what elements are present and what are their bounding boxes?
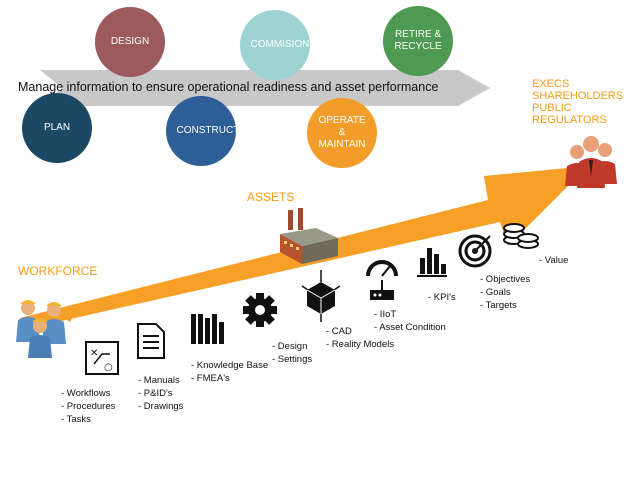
document-icon	[137, 323, 165, 359]
stakeholder-execs: EXECS	[532, 78, 570, 90]
bar-chart-icon	[417, 248, 447, 277]
stage-retire-recycle: RETIRE & RECYCLE	[383, 6, 453, 76]
svg-text:○: ○	[104, 362, 113, 373]
sensor-gauge-icon	[366, 260, 398, 300]
workforce-label: WORKFORCE	[18, 264, 98, 278]
stakeholder-public: PUBLIC	[532, 102, 572, 114]
lifecycle-headline: Manage information to ensure operational…	[18, 80, 439, 94]
gear-icon	[243, 293, 277, 327]
stage-design: DESIGN	[95, 7, 165, 77]
stage-commision: COMMISION	[240, 10, 310, 80]
iiot-list: - IIoT - Asset Condition	[374, 309, 446, 333]
manuals-list: - Manuals - P&ID's - Drawings	[138, 375, 184, 412]
kpi-list: - KPI's	[428, 292, 456, 303]
books-icon	[191, 314, 224, 344]
factory-icon	[280, 208, 338, 264]
3d-cube-icon	[301, 270, 341, 322]
workflow-diagram-icon: ✕ ○	[85, 341, 119, 375]
knowledge-list: - Knowledge Base - FMEA's	[191, 360, 269, 384]
value-list: - Value	[539, 255, 569, 266]
workflows-list: - Workflows - Procedures - Tasks	[61, 388, 116, 425]
assets-label: ASSETS	[247, 190, 295, 204]
stakeholder-shareholders: SHAREHOLDERS	[532, 90, 624, 102]
stakeholder-regulators: REGULATORS	[532, 114, 607, 126]
stage-operate-maintain: OPERATE & MAINTAIN	[307, 98, 377, 168]
svg-text:✕: ✕	[90, 348, 98, 359]
stage-construct: CONSTRUCT	[166, 96, 239, 166]
target-icon	[458, 234, 492, 268]
workers-icon	[16, 300, 72, 358]
stakeholders-list: EXECS SHAREHOLDERS PUBLIC REGULATORS	[532, 78, 623, 126]
objectives-list: - Objectives - Goals - Targets	[480, 274, 531, 311]
stage-plan: PLAN	[22, 93, 92, 163]
design-list: - Design - Settings	[272, 341, 313, 365]
coins-icon	[503, 223, 539, 249]
executives-icon	[565, 136, 617, 188]
cad-list: - CAD - Reality Models	[326, 326, 395, 350]
